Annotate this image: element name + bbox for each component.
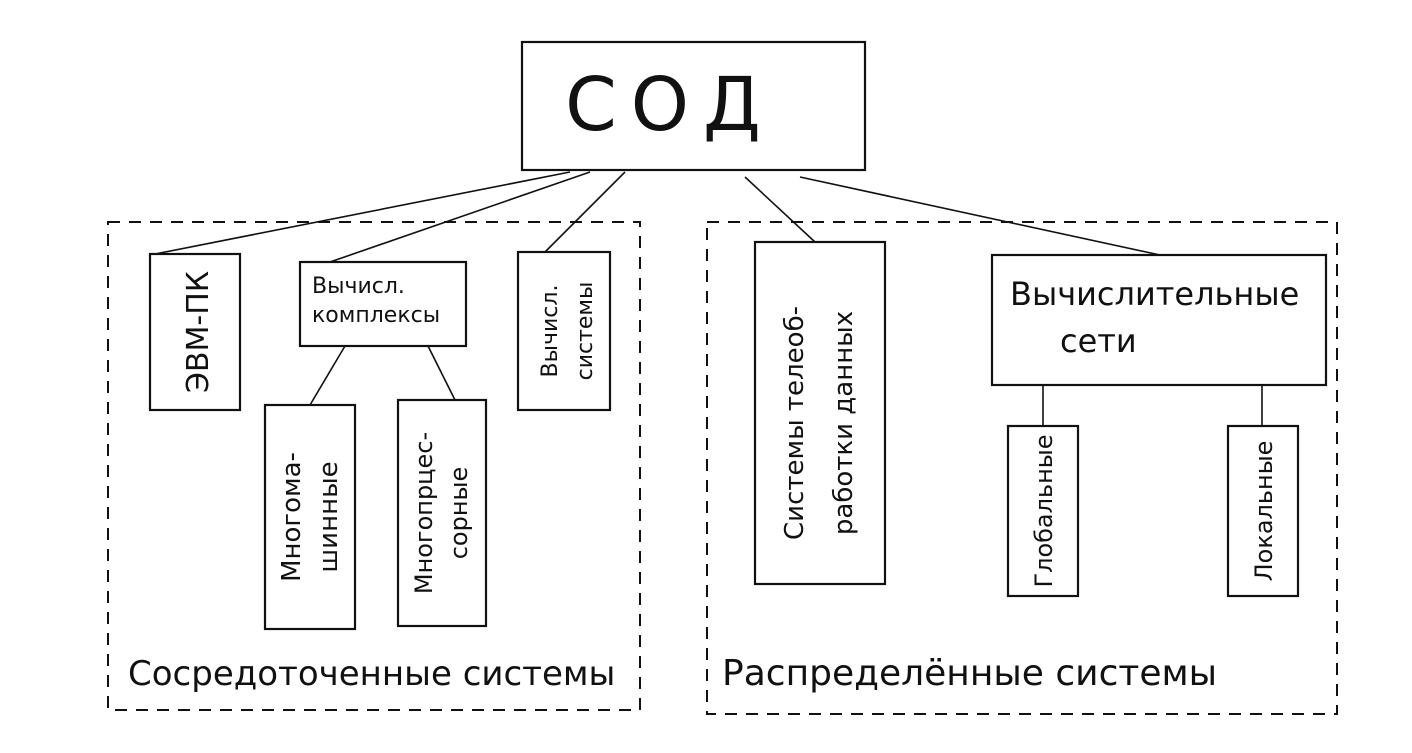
computing-complexes-node: Вычисл. комплексы (298, 260, 468, 348)
teleprocessing-label-line2: работки данных (829, 311, 859, 535)
global-networks-node: Глобальные (1006, 424, 1080, 598)
complexes-to-multiprocessor-connector (427, 345, 456, 401)
root-connectors (149, 171, 1161, 263)
evm-pk-node: ЭВМ-ПК (148, 252, 242, 412)
networks-label-line2: сети (1060, 322, 1137, 360)
vych-systems-label-line1: Вычисл. (538, 285, 563, 378)
root-label: СОД (565, 62, 775, 148)
multiprocessor-node: Многопрцес- сорные (396, 398, 488, 628)
distributed-systems-group (706, 221, 1338, 715)
multimachine-label-line1: Многома- (277, 452, 307, 582)
local-networks-node: Локальные (1226, 424, 1300, 598)
computer-networks-node: Вычислительные сети (990, 253, 1328, 387)
concentrated-systems-group (107, 221, 641, 711)
distributed-systems-caption: Распределённые системы (722, 653, 1217, 694)
multiprocessor-label-line2: сорные (445, 467, 473, 560)
complexes-to-multimachine-connector (309, 345, 346, 406)
multimachine-node: Многома- шинные (263, 403, 357, 631)
root-node: СОД (520, 40, 867, 172)
complexes-label-line1: Вычисл. (312, 274, 405, 299)
concentrated-systems-caption: Сосредоточенные системы (128, 654, 615, 694)
local-label: Локальные (1250, 441, 1278, 582)
complexes-label-line2: комплексы (312, 303, 440, 328)
global-label: Глобальные (1030, 434, 1058, 587)
multimachine-label-line2: шинные (314, 461, 344, 572)
computing-systems-node: Вычисл. системы (516, 250, 612, 412)
teleprocessing-node: Системы телеоб- работки данных (753, 240, 887, 586)
evm-pk-label: ЭВМ-ПК (181, 271, 216, 393)
teleprocessing-label-line1: Системы телеоб- (780, 306, 810, 540)
multiprocessor-label-line1: Многопрцес- (410, 432, 438, 594)
vych-systems-label-line2: системы (573, 282, 598, 381)
networks-label-line1: Вычислительные (1010, 275, 1299, 313)
